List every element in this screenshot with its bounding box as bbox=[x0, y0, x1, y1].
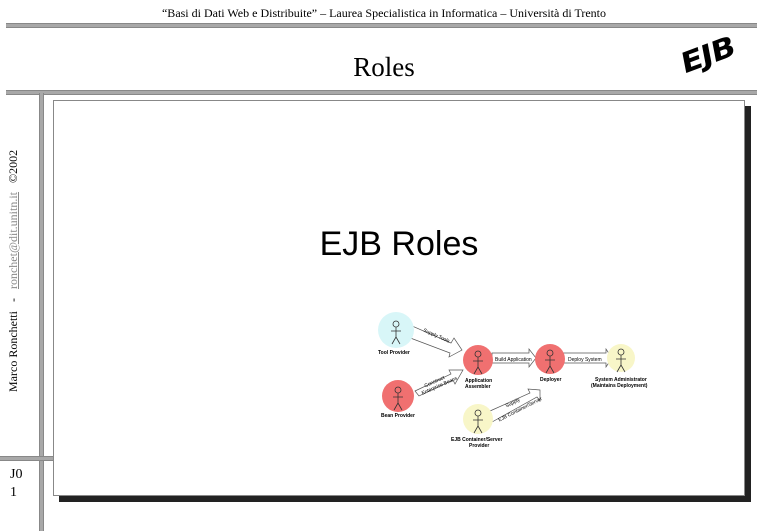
actor-deployer: Deployer bbox=[535, 344, 565, 383]
slide-content-box: EJB Roles Supply Tools Construct Enterpr… bbox=[53, 100, 745, 496]
actor-label: EJB Container/Server bbox=[451, 437, 502, 443]
page-title: Roles bbox=[353, 52, 415, 82]
copyright: ©2002 bbox=[6, 149, 20, 183]
slide-code-line2: 1 bbox=[10, 485, 17, 500]
actor-label: Deployer bbox=[540, 377, 561, 383]
separator: - bbox=[6, 298, 20, 303]
arrow-label: Build Application bbox=[495, 357, 532, 363]
side-rule bbox=[39, 93, 44, 531]
slide-heading: EJB Roles bbox=[319, 225, 479, 263]
actor-label: Application bbox=[465, 378, 492, 384]
actor-label: Assembler bbox=[465, 384, 491, 390]
arrow-build: Build Application bbox=[491, 347, 537, 369]
actor-container-provider: EJB Container/Server Provider bbox=[451, 404, 502, 449]
actor-label: Provider bbox=[469, 443, 489, 449]
roles-diagram: Supply Tools Construct Enterprise Beans … bbox=[378, 312, 648, 449]
arrow-deploy: Deploy System bbox=[562, 347, 613, 369]
course-header: “Basi di Dati Web e Distribuite” – Laure… bbox=[161, 6, 607, 20]
author-name: Marco Ronchetti bbox=[6, 311, 20, 392]
actor-label: (Maintains Deployment) bbox=[591, 383, 648, 389]
code-rule bbox=[0, 456, 53, 461]
actor-label: Tool Provider bbox=[378, 350, 410, 356]
actor-label: Bean Provider bbox=[381, 413, 415, 419]
arrow-label: Deploy System bbox=[568, 357, 602, 363]
top-rule bbox=[6, 23, 757, 28]
author-sidebar: Marco Ronchetti - ronchet@dit.unitn.it ©… bbox=[6, 132, 21, 392]
arrow-construct: Construct Enterprise Beans bbox=[414, 369, 464, 397]
actor-application-assembler: Application Assembler bbox=[463, 345, 493, 390]
arrow-supply-container: Supply EJB Container/Server bbox=[489, 388, 544, 423]
actor-label: System Administrator bbox=[595, 377, 647, 383]
actor-tool-provider: Tool Provider bbox=[378, 312, 414, 356]
actor-system-administrator: System Administrator (Maintains Deployme… bbox=[591, 344, 648, 389]
email-link[interactable]: ronchet@dit.unitn.it bbox=[6, 191, 20, 290]
actor-bean-provider: Bean Provider bbox=[381, 380, 415, 419]
slide-code-line1: J0 bbox=[10, 467, 23, 482]
title-rule bbox=[6, 90, 757, 95]
